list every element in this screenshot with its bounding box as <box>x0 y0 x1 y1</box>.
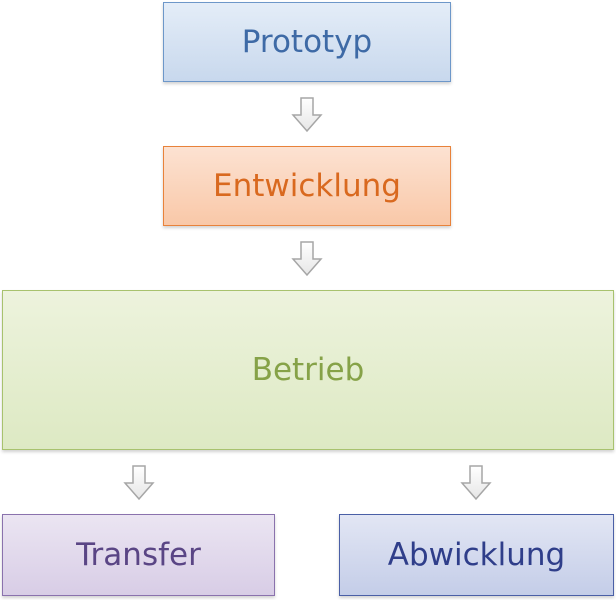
node-prototyp-label: Prototyp <box>241 24 373 60</box>
node-betrieb: Betrieb <box>2 290 614 450</box>
node-entwicklung-label: Entwicklung <box>213 168 401 204</box>
arrow-prototyp-to-entwicklung <box>291 97 323 133</box>
node-transfer-label: Transfer <box>76 537 201 573</box>
node-transfer: Transfer <box>2 514 275 596</box>
node-abwicklung-label: Abwicklung <box>387 537 566 573</box>
node-prototyp: Prototyp <box>163 2 451 82</box>
node-betrieb-label: Betrieb <box>251 352 365 388</box>
node-entwicklung: Entwicklung <box>163 146 451 226</box>
arrow-betrieb-to-abwicklung <box>460 465 492 501</box>
arrow-entwicklung-to-betrieb <box>291 241 323 277</box>
node-abwicklung: Abwicklung <box>339 514 614 596</box>
arrow-betrieb-to-transfer <box>123 465 155 501</box>
